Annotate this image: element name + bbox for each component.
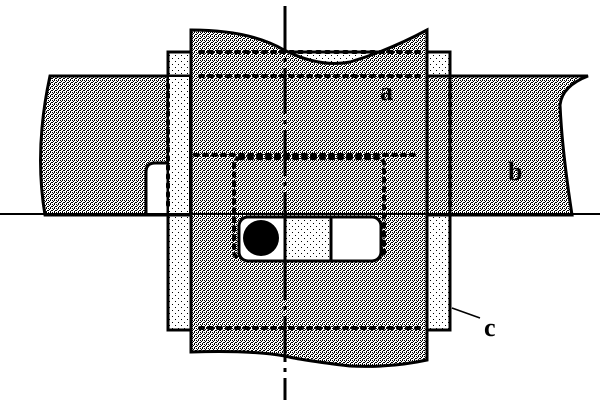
label-b: b — [508, 157, 522, 186]
pin — [243, 220, 279, 256]
leader-c — [451, 307, 481, 319]
label-a: a — [380, 77, 393, 106]
slot — [237, 215, 383, 263]
label-c: c — [484, 313, 496, 342]
